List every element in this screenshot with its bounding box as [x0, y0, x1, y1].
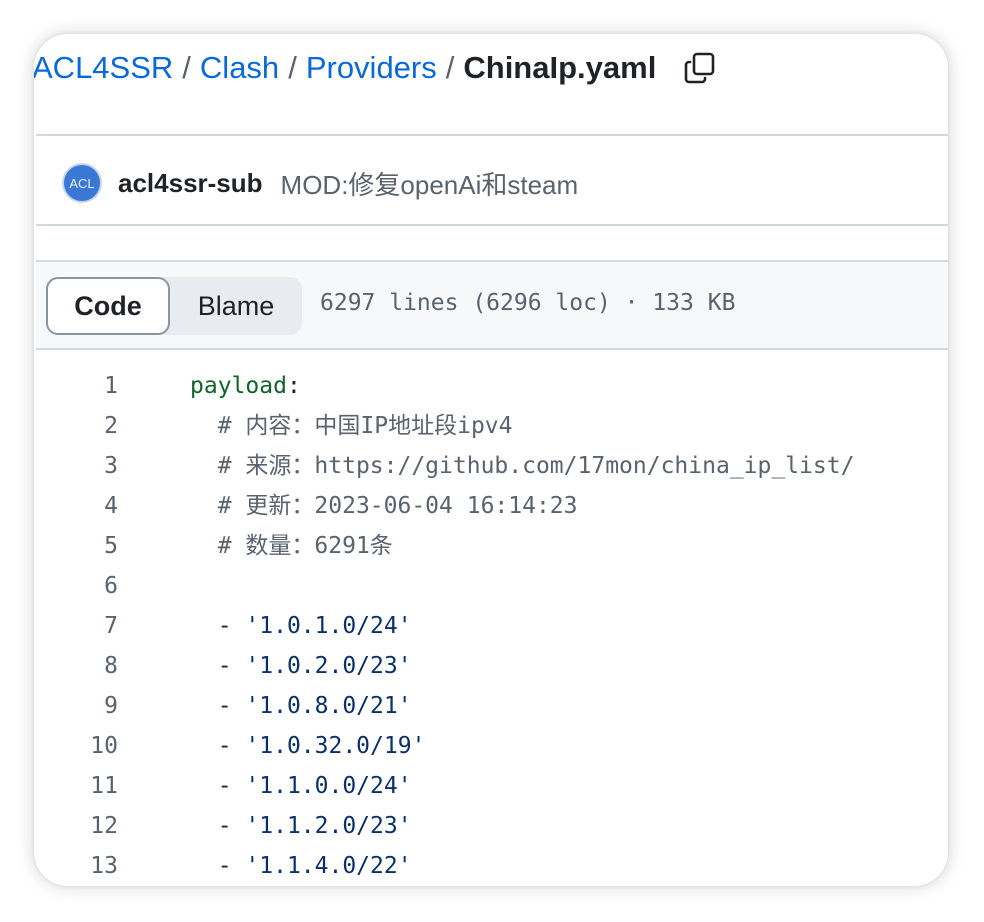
code-line: 10 - '1.0.32.0/19' — [36, 726, 948, 766]
line-number[interactable]: 1 — [104, 373, 118, 399]
code-line: 6 — [36, 566, 948, 606]
code-content: - '1.0.32.0/19' — [190, 726, 426, 766]
avatar[interactable]: ACL — [62, 163, 102, 203]
code-line: 1 payload: — [36, 366, 948, 406]
line-number[interactable]: 11 — [90, 773, 118, 799]
code-content: payload: — [190, 366, 301, 406]
window-frame: ACL4SSR / Clash / Providers / ChinaIp.ya… — [34, 34, 948, 886]
code-line: 7 - '1.0.1.0/24' — [36, 606, 948, 646]
list-dash: - — [217, 853, 246, 879]
code-indent — [190, 613, 218, 639]
line-number[interactable]: 6 — [104, 573, 118, 599]
code-content: - '1.0.8.0/21' — [190, 686, 412, 726]
breadcrumb-separator: / — [288, 50, 297, 85]
code-text: '1.0.2.0/23' — [245, 653, 412, 679]
breadcrumb-current-file: ChinaIp.yaml — [463, 50, 657, 85]
copy-path-button[interactable] — [682, 50, 718, 86]
view-toggle: Code Blame — [46, 277, 302, 335]
list-dash: - — [217, 613, 246, 639]
code-text: '1.0.32.0/19' — [245, 733, 426, 759]
line-number[interactable]: 8 — [104, 653, 118, 679]
code-content: # 来源：https://github.com/17mon/china_ip_l… — [190, 446, 855, 486]
code-line: 8 - '1.0.2.0/23' — [36, 646, 948, 686]
tab-blame[interactable]: Blame — [197, 290, 275, 321]
code-text: # 来源：https://github.com/17mon/china_ip_l… — [217, 453, 855, 479]
code-content: - '1.0.2.0/23' — [190, 646, 412, 686]
code-indent — [190, 813, 218, 839]
line-number[interactable]: 12 — [90, 813, 118, 839]
code-text: '1.0.8.0/21' — [245, 693, 412, 719]
line-number[interactable]: 3 — [104, 453, 118, 479]
code-text: # 更新：2023-06-04 16:14:23 — [217, 493, 578, 519]
code-indent — [190, 773, 218, 799]
code-text: '1.1.0.0/24' — [245, 773, 412, 799]
code-indent — [190, 693, 218, 719]
line-number[interactable]: 5 — [104, 533, 118, 559]
code-text: '1.1.2.0/23' — [245, 813, 412, 839]
line-number[interactable]: 13 — [90, 853, 118, 879]
file-view: ACL4SSR / Clash / Providers / ChinaIp.ya… — [34, 34, 948, 886]
avatar-text: ACL — [69, 175, 95, 191]
tab-code[interactable]: Code — [46, 277, 170, 335]
commit-author[interactable]: acl4ssr-sub — [118, 167, 263, 198]
code-text: '1.0.1.0/24' — [245, 613, 412, 639]
list-dash: - — [217, 813, 246, 839]
latest-commit: ACL acl4ssr-sub MOD:修复openAi和steam — [62, 162, 578, 204]
code-line: 13 - '1.1.4.0/22' — [36, 846, 948, 886]
list-dash: - — [217, 773, 246, 799]
code-content: - '1.1.0.0/24' — [190, 766, 412, 806]
code-content: # 数量：6291条 — [190, 526, 393, 566]
file-header: Code Blame 6297 lines (6296 loc) · 133 K… — [36, 260, 948, 350]
code-indent — [190, 493, 218, 519]
code-indent — [190, 853, 218, 879]
yaml-colon: : — [286, 373, 301, 399]
code-indent — [190, 413, 218, 439]
code-line: 12 - '1.1.2.0/23' — [36, 806, 948, 846]
breadcrumb-link-clash[interactable]: Clash — [199, 50, 280, 85]
code-indent — [190, 533, 218, 559]
yaml-key: payload — [190, 373, 287, 399]
line-number[interactable]: 7 — [104, 613, 118, 639]
breadcrumb-separator: / — [445, 50, 455, 85]
line-number[interactable]: 2 — [104, 413, 118, 439]
list-dash: - — [217, 733, 246, 759]
code-content: # 更新：2023-06-04 16:14:23 — [190, 486, 578, 526]
code-text: # 数量：6291条 — [217, 533, 393, 559]
code-line: 3 # 来源：https://github.com/17mon/china_ip… — [36, 446, 948, 486]
list-dash: - — [217, 693, 246, 719]
code-content: # 内容：中国IP地址段ipv4 — [190, 406, 513, 446]
code-line: 9 - '1.0.8.0/21' — [36, 686, 948, 726]
code-line: 2 # 内容：中国IP地址段ipv4 — [36, 406, 948, 446]
code-content: - '1.1.2.0/23' — [190, 806, 412, 846]
copy-icon — [685, 52, 715, 84]
divider — [36, 134, 948, 136]
divider — [36, 224, 948, 226]
code-text: # 内容：中国IP地址段ipv4 — [217, 413, 513, 439]
code-line: 11 - '1.1.0.0/24' — [36, 766, 948, 806]
line-number[interactable]: 10 — [90, 733, 118, 759]
code-content: - '1.0.1.0/24' — [190, 606, 412, 646]
code-indent — [190, 653, 218, 679]
breadcrumb: ACL4SSR / Clash / Providers / ChinaIp.ya… — [34, 48, 718, 88]
code-indent — [190, 453, 218, 479]
breadcrumb-link-acl4ssr[interactable]: ACL4SSR — [34, 50, 174, 85]
line-number[interactable]: 9 — [104, 693, 118, 719]
list-dash: - — [217, 653, 246, 679]
file-info: 6297 lines (6296 loc) · 133 KB — [320, 290, 736, 316]
code-line: 4 # 更新：2023-06-04 16:14:23 — [36, 486, 948, 526]
line-number[interactable]: 4 — [104, 493, 118, 519]
code-line: 5 # 数量：6291条 — [36, 526, 948, 566]
code-text: '1.1.4.0/22' — [245, 853, 412, 879]
code-content: - '1.1.4.0/22' — [190, 846, 412, 886]
breadcrumb-separator: / — [182, 50, 191, 85]
breadcrumb-link-providers[interactable]: Providers — [305, 50, 437, 85]
code-indent — [190, 733, 218, 759]
commit-message[interactable]: MOD:修复openAi和steam — [280, 169, 579, 200]
